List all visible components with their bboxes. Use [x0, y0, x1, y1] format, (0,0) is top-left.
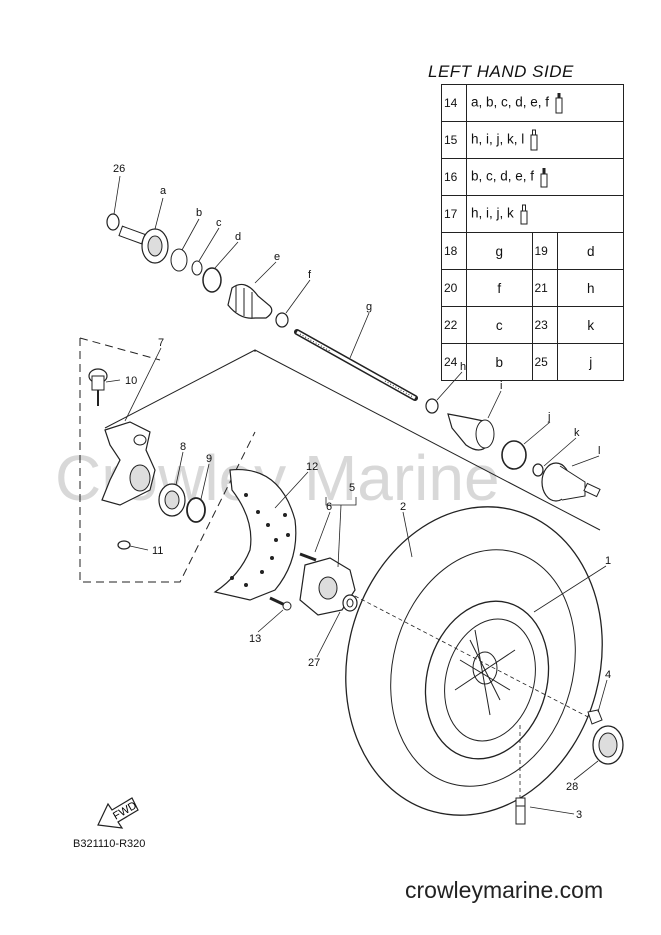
table-value: b — [466, 343, 533, 381]
table-row: 20 f 21 h — [441, 269, 624, 307]
ring-b — [170, 248, 188, 272]
table-row: 15 h, i, j, k, l — [441, 121, 624, 159]
cotter-11 — [117, 540, 131, 550]
callout-8: 8 — [180, 441, 186, 453]
callout-10: 10 — [125, 375, 137, 387]
cv-joint-inner-part — [118, 225, 169, 264]
table-row: 16 b, c, d, e, f — [441, 158, 624, 196]
hub-cap-28 — [592, 725, 624, 765]
table-text: a, b, c, d, e, f — [471, 94, 550, 110]
clip-c — [191, 260, 203, 276]
table-value: f — [466, 269, 533, 307]
stud-bolt-6 — [299, 552, 317, 562]
table-row: 22 c 23 k — [441, 306, 624, 344]
callout-5: 5 — [349, 482, 355, 494]
callout-e: e — [274, 251, 280, 263]
callout-c: c — [216, 217, 222, 229]
table-row: 24 b 25 j — [441, 343, 624, 381]
nut-27 — [342, 594, 358, 612]
nut-4 — [587, 709, 603, 725]
brake-disc-12 — [213, 469, 297, 601]
fwd-label: FWD — [111, 800, 139, 823]
bolt-13 — [269, 596, 292, 611]
band-f — [275, 312, 289, 328]
table-row: 18 g 19 d — [441, 232, 624, 270]
fwd-arrow-icon: FWD — [97, 797, 139, 829]
callout-13: 13 — [249, 633, 261, 645]
table-title: LEFT HAND SIDE — [428, 62, 574, 81]
table-num: 15 — [441, 121, 467, 159]
callout-9: 9 — [206, 453, 212, 465]
ball-joint-10 — [88, 368, 108, 406]
callout-a: a — [160, 185, 167, 197]
callout-j: j — [547, 411, 550, 423]
table-num: 14 — [441, 84, 467, 122]
table-value: k — [557, 306, 624, 344]
callout-28: 28 — [566, 781, 578, 793]
table-num: 23 — [531, 306, 559, 344]
table-num: 22 — [441, 306, 467, 344]
circlip-9 — [186, 497, 206, 523]
table-num: 21 — [531, 269, 559, 307]
knuckle-7 — [101, 421, 156, 506]
reference-table: 14 a, b, c, d, e, f 15 h, i, j, k, l 16 … — [441, 84, 624, 381]
table-num: 19 — [531, 232, 559, 270]
grease-tube-icon — [520, 204, 528, 225]
drive-shaft-g — [294, 329, 418, 401]
callout-2: 2 — [400, 501, 406, 513]
table-value: g — [466, 232, 533, 270]
callout-1: 1 — [605, 555, 611, 567]
boot-e — [227, 283, 273, 319]
table-value: c — [466, 306, 533, 344]
bearing-8 — [158, 483, 186, 517]
table-text: b, c, d, e, f — [471, 168, 535, 184]
circlip-26 — [106, 213, 120, 231]
callout-f: f — [308, 269, 312, 281]
table-num: 16 — [441, 158, 467, 196]
grease-tube-icon — [530, 129, 538, 151]
callout-12: 12 — [306, 461, 318, 473]
callout-g: g — [366, 301, 372, 313]
callout-26: 26 — [113, 163, 125, 175]
table-text: h, i, j, k — [471, 205, 514, 221]
callout-11: 11 — [152, 545, 163, 557]
table-num: 25 — [531, 343, 559, 381]
table-num: 24 — [441, 343, 467, 381]
band-j — [501, 440, 527, 470]
callout-d: d — [235, 231, 241, 243]
cv-joint-outer-l — [541, 462, 601, 502]
callout-27: 27 — [308, 657, 320, 669]
table-row: 17 h, i, j, k — [441, 195, 624, 233]
clip-k — [532, 463, 544, 477]
table-row: 14 a, b, c, d, e, f — [441, 84, 624, 122]
table-value: d — [557, 232, 624, 270]
callout-3: 3 — [576, 809, 582, 821]
diagram-code: B321110-R320 — [73, 838, 146, 850]
callout-i: i — [500, 380, 502, 392]
band-h — [425, 398, 439, 414]
callout-6: 6 — [326, 501, 332, 513]
knuckle-group-box — [79, 338, 256, 583]
table-num: 20 — [441, 269, 467, 307]
callout-7: 7 — [158, 337, 164, 349]
site-link[interactable]: crowleymarine.com — [405, 877, 604, 903]
grease-tube-icon — [540, 168, 548, 188]
callout-4: 4 — [605, 669, 611, 681]
table-value: h — [557, 269, 624, 307]
valve-3 — [515, 797, 526, 825]
table-num: 18 — [441, 232, 467, 270]
leader-lines — [105, 175, 608, 815]
table-num: 17 — [441, 195, 467, 233]
callout-l: l — [598, 445, 600, 457]
table-text: h, i, j, k, l — [471, 131, 525, 147]
callout-b: b — [196, 207, 202, 219]
table-value: j — [557, 343, 624, 381]
boot-i — [447, 413, 495, 451]
wheel-1 — [424, 600, 550, 760]
band-d — [202, 267, 222, 293]
callout-k: k — [574, 427, 580, 439]
grease-tube-icon — [555, 93, 563, 114]
